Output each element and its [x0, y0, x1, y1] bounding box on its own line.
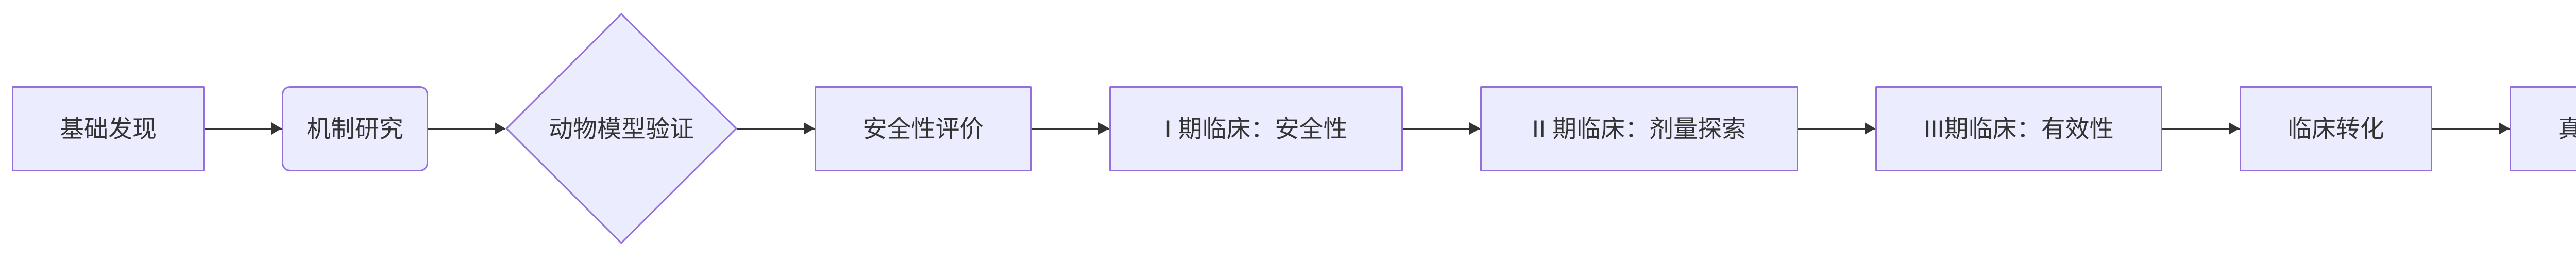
- flow-arrow: [428, 122, 505, 135]
- node-phase2-clinical-dose: II 期临床：剂量探索: [1480, 86, 1798, 171]
- node-label: III期临床：有效性: [1924, 115, 2114, 142]
- flow-arrow: [737, 122, 815, 135]
- node-label: 机制研究: [307, 115, 403, 142]
- node-label: 临床转化: [2287, 115, 2384, 142]
- node-basic-discovery: 基础发现: [12, 86, 205, 171]
- flow-arrow: [1403, 122, 1480, 135]
- node-safety-evaluation: 安全性评价: [815, 86, 1032, 171]
- node-label: 动物模型验证: [549, 115, 694, 142]
- node-label: I 期临床：安全性: [1164, 115, 1348, 142]
- node-label: 安全性评价: [862, 115, 984, 142]
- flow-arrow: [1032, 122, 1109, 135]
- node-mechanism-research: 机制研究: [282, 86, 428, 171]
- node-label: 基础发现: [60, 115, 157, 142]
- node-real-world-research: 真实世界研究: [2510, 86, 2576, 171]
- flow-arrow: [205, 122, 282, 135]
- node-clinical-translation: 临床转化: [2240, 86, 2432, 171]
- node-animal-model-validation: 动物模型验证: [505, 13, 737, 244]
- node-phase3-clinical-efficacy: III期临床：有效性: [1875, 86, 2162, 171]
- flow-arrow: [1798, 122, 1875, 135]
- flow-arrow: [2432, 122, 2510, 135]
- node-label: 真实世界研究: [2558, 115, 2576, 142]
- flow-arrow: [2162, 122, 2240, 135]
- node-label: II 期临床：剂量探索: [1532, 115, 1747, 142]
- diamond-shape-icon: [505, 13, 737, 244]
- node-phase1-clinical-safety: I 期临床：安全性: [1109, 86, 1403, 171]
